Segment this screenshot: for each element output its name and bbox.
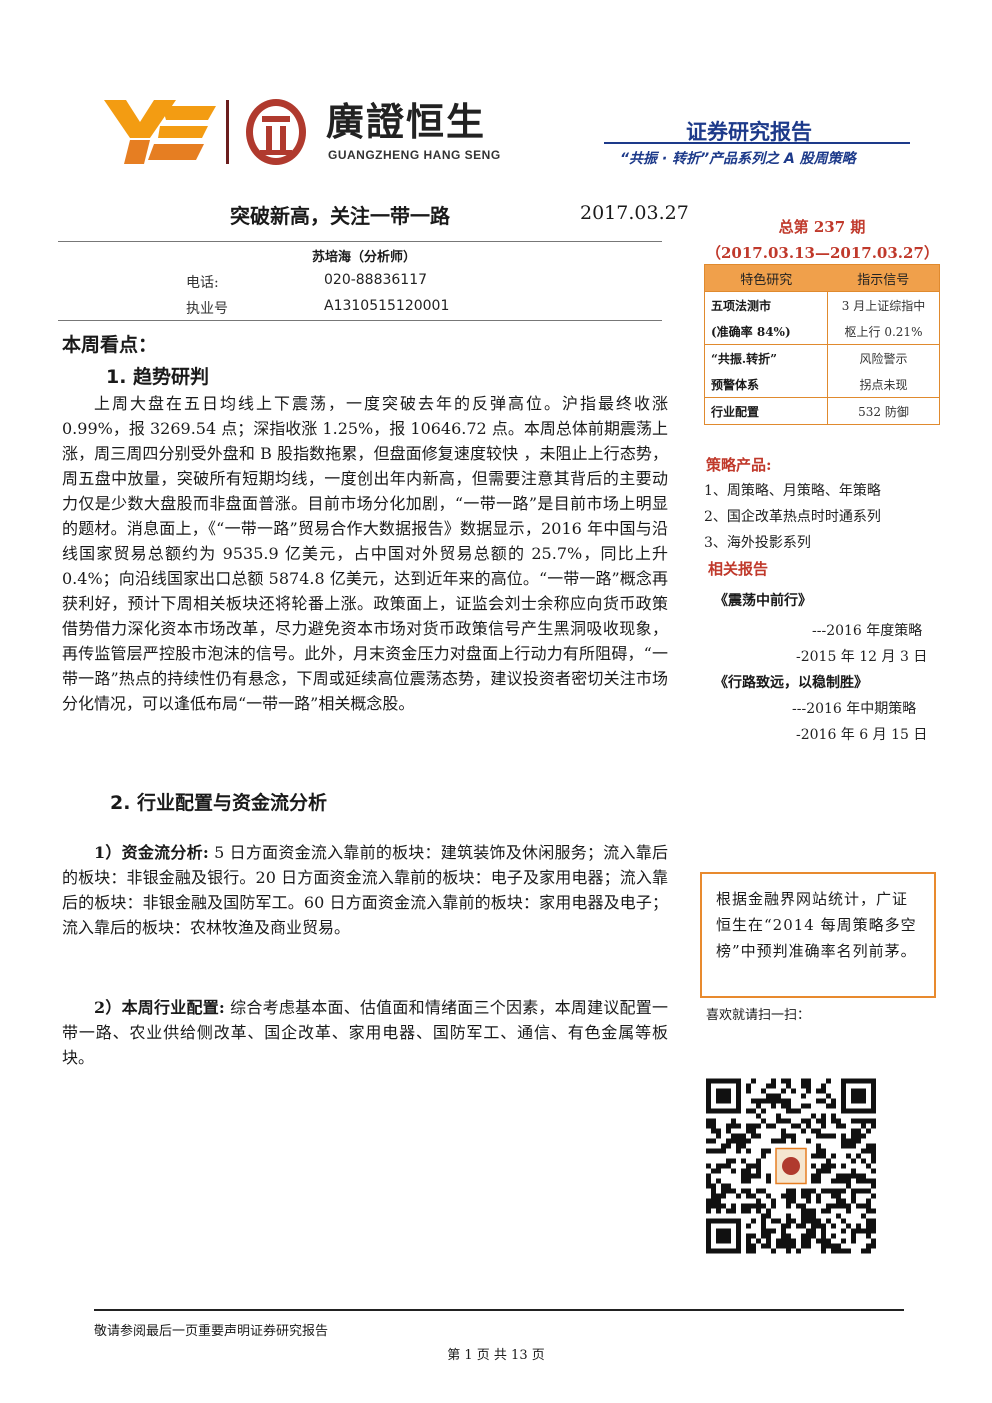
allocation-paragraph: 2）本周行业配置: 综合考虑基本面、估值面和情绪面三个因素，本周建议配置一带一路… — [62, 995, 668, 1070]
list-item: 2、国企改革热点时时通系列 — [704, 509, 881, 525]
license-value: A1310515120001 — [324, 298, 450, 314]
seal-icon — [246, 99, 306, 165]
table-row: 特色研究 指示信号 — [704, 264, 940, 292]
phone-value: 020-88836117 — [324, 272, 428, 288]
report-series: “共振 · 转折”产品系列之 A 股周策略 — [620, 151, 856, 167]
products-heading: 策略产品: — [706, 456, 772, 474]
divider — [58, 320, 662, 321]
logo-divider — [226, 100, 229, 164]
scan-prompt: 喜欢就请扫一扫： — [706, 1008, 811, 1023]
table-cell: 预警体系 — [704, 371, 828, 398]
issue-period: （2017.03.13—2017.03.27） — [706, 244, 939, 262]
table-cell: 行业配置 — [704, 397, 828, 425]
fund-flow-body: 5 日方面资金流入靠前的板块：建筑装饰及休闲服务；流入靠后的板块：非银金融及银行… — [62, 843, 668, 937]
table-cell: 拐点未现 — [827, 371, 940, 398]
fund-flow-label: 1）资金流分析: — [94, 843, 209, 862]
table-cell: 风险警示 — [859, 351, 908, 366]
license-label: 执业号 — [186, 301, 228, 317]
report-type: 证券研究报告 — [686, 120, 812, 144]
page-title: 突破新高，关注一带一路 — [230, 204, 450, 228]
section1-body: 上周大盘在五日均线上下震荡，一度突破去年的反弹高位。沪指最终收涨 0.99%，报… — [62, 394, 668, 713]
table-cell: 枢上行 0.21% — [827, 318, 940, 345]
report-date: 2017.03.27 — [580, 202, 689, 224]
phone-label: 电话: — [186, 275, 219, 291]
footer-rule — [94, 1309, 904, 1311]
brand-name-cn: 廣證恒生 — [326, 100, 487, 144]
report-type-rule — [604, 142, 910, 144]
issue-info: 总第 237 期 （2017.03.13—2017.03.27） — [706, 214, 939, 266]
section2-heading: 2. 行业配置与资金流分析 — [110, 792, 328, 814]
allocation-label: 2）本周行业配置: — [94, 998, 225, 1017]
table-header: 特色研究 — [704, 264, 828, 292]
ranking-note: 根据金融界网站统计，广证恒生在“2014 每周策略多空榜”中预判准确率名列前茅。 — [700, 872, 936, 998]
table-cell: “共振.转折” — [704, 344, 828, 371]
related-report-title: 《行路致远，以稳制胜》 — [714, 675, 868, 691]
footer-disclaimer: 敬请参阅最后一页重要声明证券研究报告 — [94, 1324, 329, 1339]
table-header: 指示信号 — [827, 264, 940, 292]
brand-name-en: GUANGZHENG HANG SENG — [328, 148, 501, 162]
table-row: “共振.转折” 风险警示 — [704, 344, 940, 371]
list-item: 1、周策略、月策略、年策略 — [704, 483, 881, 499]
table-row: (准确率 84%) 枢上行 0.21% — [704, 318, 940, 345]
table-row: 预警体系 拐点未现 — [704, 371, 940, 398]
related-heading: 相关报告 — [708, 560, 769, 578]
divider — [58, 241, 662, 242]
section1-heading: 1. 趋势研判 — [106, 366, 210, 388]
related-report-sub: ---2016 年度策略 — [812, 623, 923, 639]
page-number: 第 1 页 共 13 页 — [447, 1348, 545, 1363]
list-item: 3、海外投影系列 — [704, 535, 811, 551]
related-report-title: 《震荡中前行》 — [714, 593, 812, 609]
fund-flow-paragraph: 1）资金流分析: 5 日方面资金流入靠前的板块：建筑装饰及休闲服务；流入靠后的板… — [62, 840, 668, 940]
table-cell: (准确率 84%) — [704, 318, 828, 345]
table-cell: 532 防御 — [858, 404, 909, 419]
week-heading: 本周看点： — [62, 334, 158, 356]
table-cell: 3 月上证综指中 — [841, 298, 926, 313]
signal-table: 特色研究 指示信号 五项法测市 3 月上证综指中 (准确率 84%) 枢上行 0… — [704, 264, 940, 425]
analyst-name: 苏培海（分析师） — [312, 250, 417, 265]
related-report-date: -2016 年 6 月 15 日 — [796, 727, 928, 743]
related-report-sub: ---2016 年中期策略 — [792, 701, 917, 717]
issue-number: 总第 237 期 — [778, 218, 866, 236]
table-row: 行业配置 532 防御 — [704, 397, 940, 425]
related-report-date: -2015 年 12 月 3 日 — [796, 649, 928, 665]
table-row: 五项法测市 3 月上证综指中 — [704, 291, 940, 318]
allocation-body: 综合考虑基本面、估值面和情绪面三个因素，本周建议配置一带一路、农业供给侧改革、国… — [62, 998, 668, 1067]
brand-logo-icon — [104, 100, 216, 164]
qr-code-icon[interactable] — [706, 1078, 876, 1254]
table-cell: 五项法测市 — [704, 291, 828, 318]
